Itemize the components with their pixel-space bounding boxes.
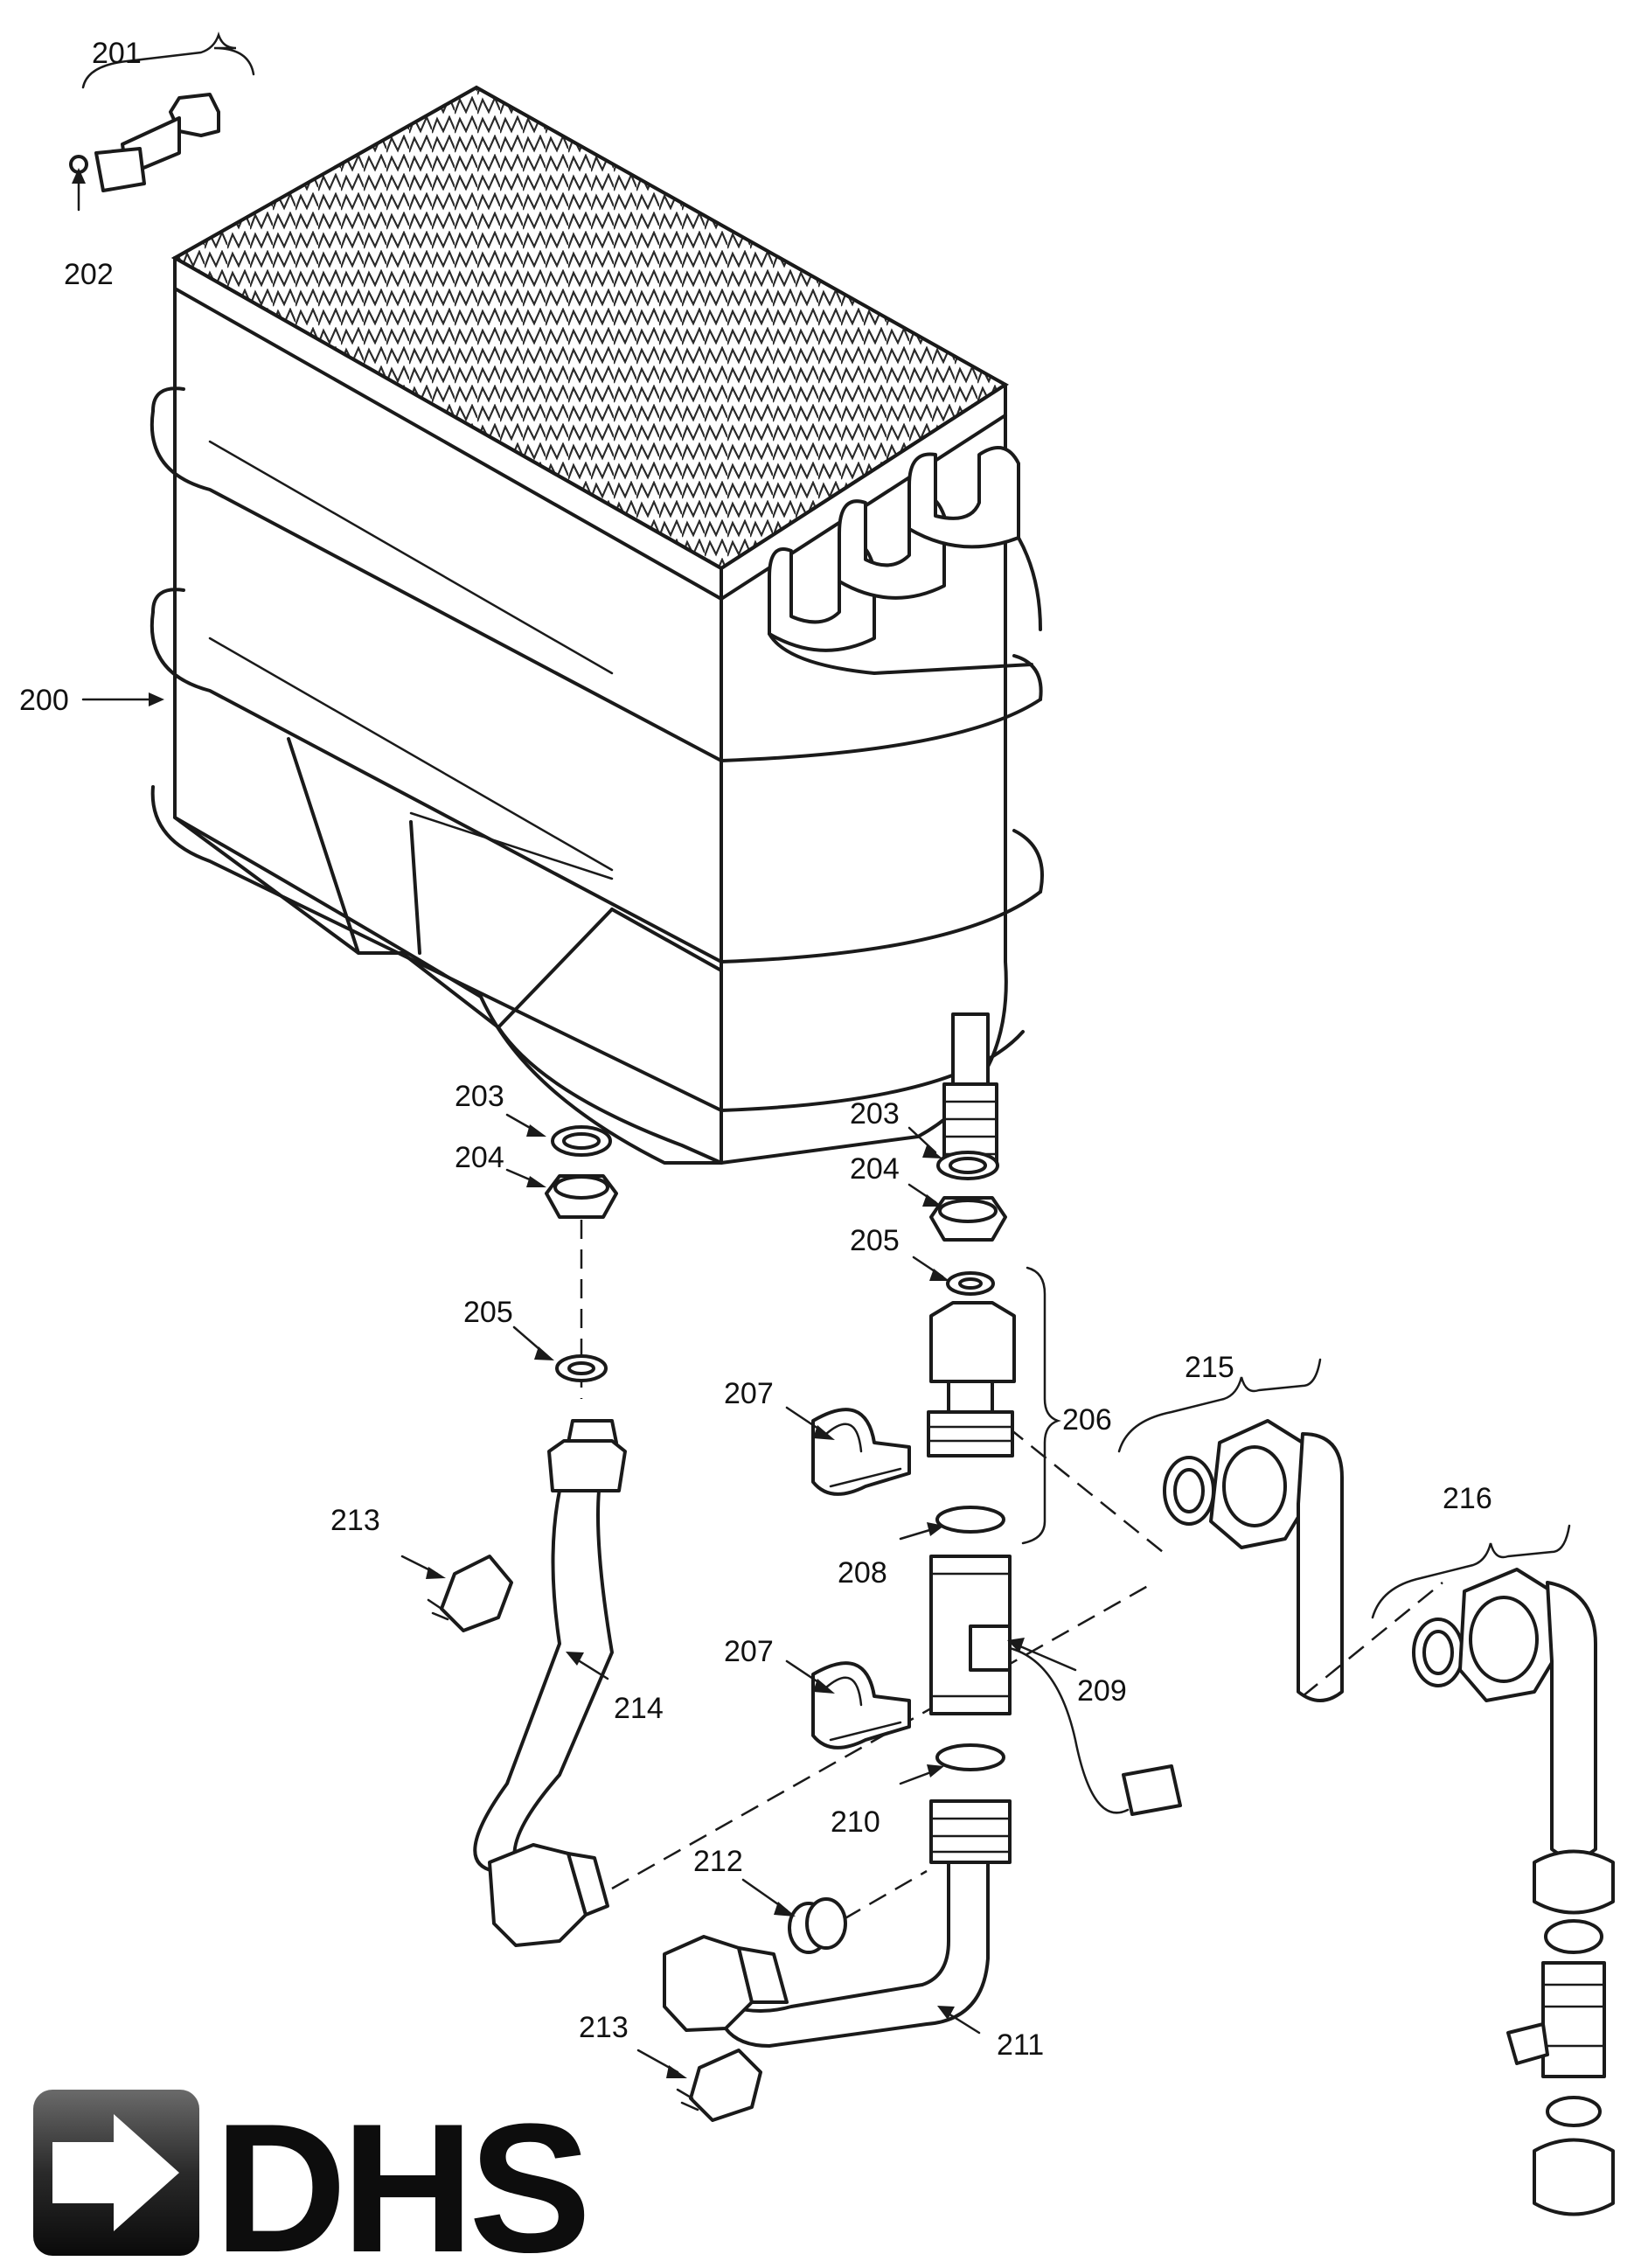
label-203-left: 203 xyxy=(455,1080,504,1113)
label-211: 211 xyxy=(997,2028,1044,2062)
label-214: 214 xyxy=(614,1692,664,1725)
right-connection xyxy=(663,1151,1182,2122)
logo-text: DHS xyxy=(214,2085,586,2268)
label-210: 210 xyxy=(831,1805,880,1839)
leader-lines xyxy=(72,168,1077,2078)
label-209: 209 xyxy=(1077,1674,1127,1708)
label-200: 200 xyxy=(19,684,69,717)
pipe-215 xyxy=(1163,1419,1443,1702)
label-213-top: 213 xyxy=(330,1504,380,1537)
label-213-bottom: 213 xyxy=(579,2011,629,2044)
clip-top xyxy=(811,1408,911,1496)
label-206: 206 xyxy=(1062,1403,1112,1437)
heat-exchanger xyxy=(149,85,1044,1165)
label-207-top: 207 xyxy=(724,1377,774,1410)
dhs-logo: DHS xyxy=(33,2085,591,2268)
label-205-left: 205 xyxy=(463,1296,513,1329)
pipe-216 xyxy=(1412,1568,1615,2216)
label-204-left: 204 xyxy=(455,1141,504,1174)
arrow-right-icon xyxy=(52,2114,179,2231)
label-204-right: 204 xyxy=(850,1152,900,1186)
label-216: 216 xyxy=(1443,1482,1492,1515)
left-connection xyxy=(427,1125,1164,1947)
label-208: 208 xyxy=(838,1556,887,1590)
label-212: 212 xyxy=(693,1845,743,1878)
label-207-bottom: 207 xyxy=(724,1635,774,1668)
label-201: 201 xyxy=(92,37,142,70)
label-215: 215 xyxy=(1185,1351,1234,1384)
limit-thermostat-assembly xyxy=(69,93,220,192)
clip-bottom xyxy=(811,1661,911,1750)
label-205-right: 205 xyxy=(850,1224,900,1257)
label-203-right: 203 xyxy=(850,1097,900,1131)
label-202: 202 xyxy=(64,258,114,291)
